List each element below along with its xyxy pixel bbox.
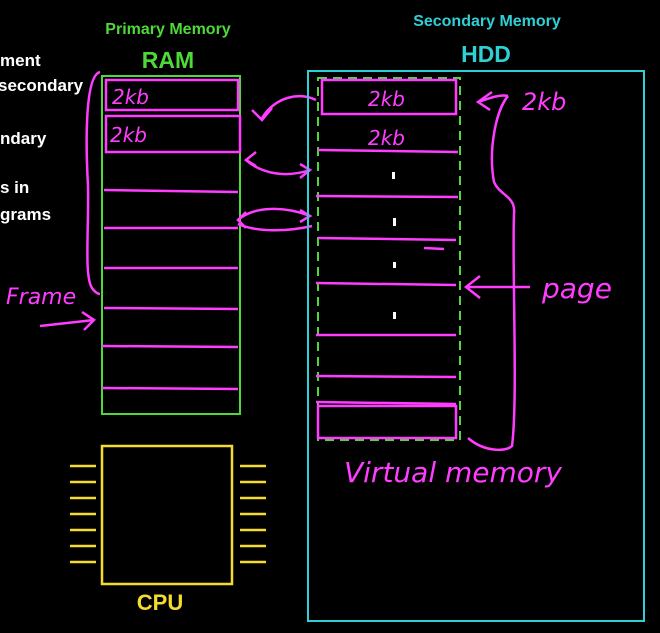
virtual-memory-area [317, 77, 461, 441]
page-label: page [541, 272, 612, 305]
hdd-last-slot [316, 404, 458, 440]
page-size-arrow [475, 90, 509, 112]
hdd-box [307, 70, 645, 622]
ram-frame-lines [101, 188, 239, 391]
left-notes: ment secondary ndary s in grams [0, 51, 84, 224]
ram-title: RAM [142, 47, 194, 73]
ram-slot-1 [104, 78, 240, 112]
ram-slot-1-label: 2kb [112, 85, 149, 109]
note-line-4: s in [0, 178, 29, 197]
ram-caption: Primary Memory [105, 21, 230, 38]
swap-arrows [236, 94, 317, 232]
continuation-dots [392, 172, 396, 319]
note-line-3: ndary [0, 129, 47, 148]
frame-arrow [39, 310, 96, 331]
cpu-pins [70, 464, 266, 564]
note-line-1: ment [0, 51, 41, 70]
virtual-memory-label: Virtual memory [344, 456, 562, 489]
note-line-5: grams [0, 205, 51, 224]
hdd-page-lines [315, 148, 459, 406]
hdd-slot-1 [320, 78, 458, 116]
hdd-title: HDD [461, 41, 511, 67]
ram-slot-2 [104, 114, 242, 154]
page-arrow [463, 275, 530, 299]
hdd-brace [467, 95, 516, 452]
cpu-title: CPU [137, 590, 183, 615]
page-size-label: 2kb [522, 88, 566, 116]
frame-label: Frame [6, 285, 76, 310]
hdd-caption: Secondary Memory [413, 13, 561, 30]
hdd-slot-2-label: 2kb [368, 126, 405, 150]
ram-box [101, 75, 241, 415]
cpu-chip [100, 444, 234, 586]
note-line-2: secondary [0, 76, 84, 95]
ram-brace [85, 70, 101, 296]
ram-slot-2-label: 2kb [110, 123, 147, 147]
hdd-slot-1-label: 2kb [368, 87, 405, 111]
